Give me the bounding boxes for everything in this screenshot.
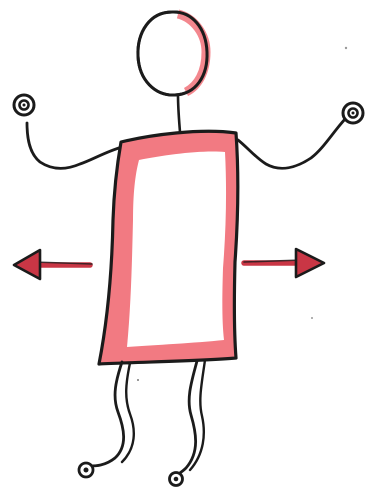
left-foot — [79, 463, 93, 477]
right-hand — [343, 103, 363, 123]
left-leg — [90, 362, 124, 466]
right-arm — [238, 118, 346, 168]
neck — [178, 95, 180, 132]
arrow-right-icon — [244, 249, 324, 277]
arrow-left-icon — [14, 250, 92, 279]
right-foot — [170, 473, 183, 486]
left-arm — [27, 123, 122, 168]
left-leg-second-line — [122, 363, 134, 462]
torso-inner-white — [127, 152, 226, 347]
head — [138, 11, 207, 95]
left-hand — [14, 95, 34, 115]
right-leg — [176, 361, 197, 476]
torso — [99, 131, 238, 364]
